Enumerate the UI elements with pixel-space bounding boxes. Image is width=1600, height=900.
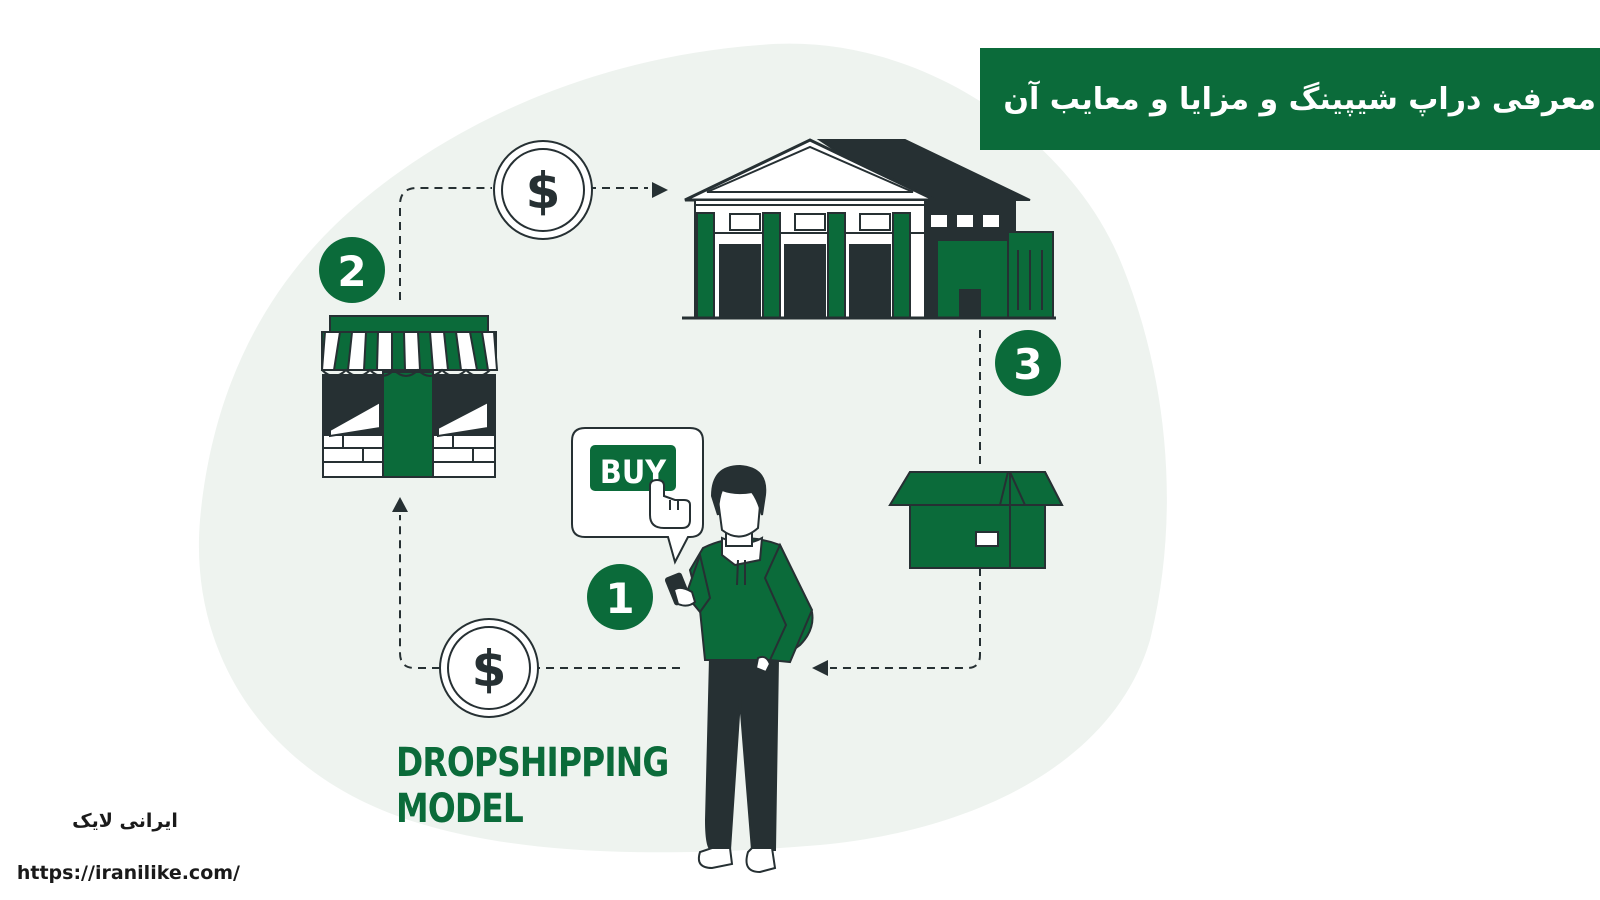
dropshipping-model-label: DROPSHIPPING MODEL bbox=[396, 740, 669, 832]
step-2-badge: 2 bbox=[319, 237, 385, 303]
svg-text:$: $ bbox=[472, 640, 507, 698]
model-label-line2: MODEL bbox=[396, 786, 524, 832]
hand-cursor-icon bbox=[649, 478, 691, 529]
flow-lines bbox=[399, 187, 981, 669]
svg-text:$: $ bbox=[526, 162, 561, 220]
buy-speech-bubble: BUY bbox=[571, 427, 704, 565]
package-box-icon bbox=[888, 471, 1064, 569]
svg-text:2: 2 bbox=[337, 247, 366, 296]
title-banner: معرفی دراپ شیپینگ و مزایا و معایب آن bbox=[980, 48, 1600, 150]
brand-url-link[interactable]: https://iranilike.com/ bbox=[16, 862, 240, 884]
brand-name: ایرانی لایک bbox=[72, 810, 178, 832]
dollar-coin-top-icon: $ bbox=[493, 140, 593, 240]
customer-person-icon bbox=[664, 464, 814, 874]
flow-arrowheads bbox=[392, 182, 828, 676]
store-icon bbox=[320, 315, 499, 478]
page-title: معرفی دراپ شیپینگ و مزایا و معایب آن bbox=[1003, 81, 1596, 117]
dollar-coin-bottom-icon: $ bbox=[439, 618, 539, 718]
step-3-badge: 3 bbox=[995, 330, 1061, 396]
svg-text:3: 3 bbox=[1013, 340, 1042, 389]
warehouse-icon bbox=[682, 138, 1056, 320]
step-1-badge: 1 bbox=[587, 564, 653, 630]
model-label-line1: DROPSHIPPING bbox=[396, 740, 669, 786]
svg-text:1: 1 bbox=[605, 574, 634, 623]
